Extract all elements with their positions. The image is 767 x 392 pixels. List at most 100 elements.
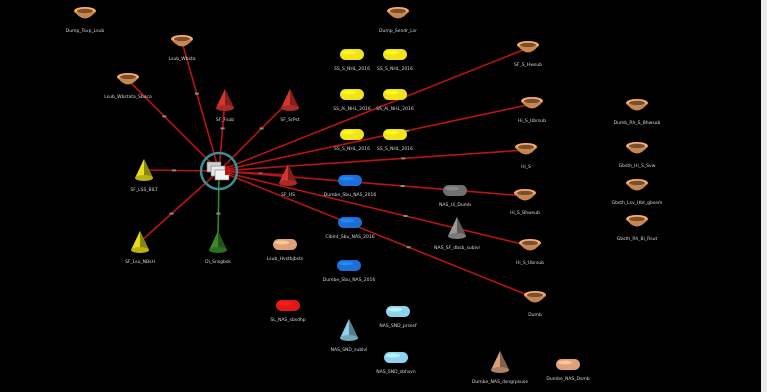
graph-node-basket[interactable]: Lsub_Wbsta [152, 34, 212, 62]
link-marker [404, 129, 409, 132]
pill-icon [337, 172, 363, 191]
pill-icon [442, 182, 468, 201]
link-marker [162, 115, 167, 118]
graph-node-basket[interactable]: Dumb [505, 290, 565, 318]
graph-node-pill[interactable]: NAS_SND_sbhsvn [366, 349, 426, 375]
link-marker [194, 92, 199, 95]
basket-icon [625, 178, 649, 199]
basket-icon [520, 96, 544, 117]
node-label: Lsub_Hvstbjbsts [266, 256, 304, 262]
node-label: NAS_SND_prsesf [379, 323, 417, 329]
graph-node-pill[interactable]: SS_Ai_NHL_2016 [365, 86, 425, 112]
cone-icon [490, 350, 510, 378]
link-line [218, 149, 527, 172]
basket-icon [518, 238, 542, 259]
graph-node-basket[interactable]: Dump_Sendr_Lsr [368, 6, 428, 34]
graph-node-pill[interactable]: Clblnt_Sbu_NAS_2016 [320, 214, 380, 240]
graph-node-pill[interactable]: SS_S_NHL_2016 [365, 46, 425, 72]
graph-node-basket[interactable]: Lsub_Wbstata_Sbaca [98, 72, 158, 100]
basket-icon [625, 98, 649, 119]
node-label: Dumb [528, 312, 542, 318]
node-label: SS_S_NHL_2016 [333, 146, 371, 152]
graph-node-basket[interactable]: Hi_S_Ubrsub [502, 96, 562, 124]
graph-node-cone[interactable]: SF_Fsub [195, 88, 255, 123]
graph-node-pill[interactable]: SL_NAS_sbsdhp [258, 297, 318, 323]
cone-icon [447, 216, 467, 244]
graph-node-basket[interactable]: Hi_S [496, 142, 556, 170]
graph-node-pill[interactable]: NAS_Ui_Dumb [425, 182, 485, 208]
graph-node-pill[interactable]: Dumbe_Sbu_NAS_2016 [320, 172, 380, 198]
node-label: SF_HS [281, 193, 295, 198]
node-label: Gbsth_Hi_S_Svw [618, 163, 656, 169]
cone-icon [215, 88, 235, 116]
graph-node-pill[interactable]: SS_S_NHL_2016 [322, 126, 382, 152]
graph-node-basket[interactable]: SF_S_Hwsub [498, 40, 558, 68]
basket-icon [170, 34, 194, 55]
node-label: Gbsth_Rh_Bi_Rsut [616, 236, 658, 242]
pill-icon [339, 126, 365, 145]
node-label: Dumbe_Sbu_NAS_2016 [322, 277, 376, 283]
node-label: Gbsth_Lsv_Hbt_gbsem [611, 200, 663, 206]
graph-node-basket[interactable]: Hi_S_Ubrsub [500, 238, 560, 266]
node-label: NAS_SND_sublvl [330, 348, 368, 353]
pill-icon [337, 214, 363, 233]
link-marker [259, 127, 264, 130]
graph-node-pill[interactable]: SS_S_NHL_2016 [365, 126, 425, 152]
graph-node-cone[interactable]: Di_Snsgbsk [188, 230, 248, 265]
graph-node-basket[interactable]: Dump_Tsvp_Lsub [55, 6, 115, 34]
graph-node-pill[interactable]: Dumbe_NAS_Dsmb [538, 356, 598, 382]
pill-icon [336, 257, 362, 276]
cone-icon [280, 88, 300, 116]
pill-icon [272, 236, 298, 255]
graph-node-pill[interactable]: SS_S_NHL_2016 [322, 46, 382, 72]
cone-icon [134, 158, 154, 186]
node-label: SS_Ai_NHL_2016 [333, 106, 371, 112]
graph-node-basket[interactable]: Gbsth_Hi_S_Svw [607, 141, 667, 169]
node-label: Lsub_Wbstata_Sbaca [104, 94, 152, 100]
link-marker [400, 185, 405, 187]
cone-icon [208, 230, 228, 258]
link-line [218, 103, 533, 172]
pill-icon [555, 356, 581, 375]
node-label: Clblnt_Sbu_NAS_2016 [325, 234, 375, 240]
node-label: SL_NAS_sbsdhp [270, 317, 306, 323]
basket-icon [386, 6, 410, 27]
link-line [218, 170, 531, 247]
graph-node-pill[interactable]: NAS_SND_prsesf [368, 303, 428, 329]
node-label: Di_Snsgbsk [205, 260, 231, 265]
graph-node-pill[interactable]: Lsub_Hvstbjbsts [255, 236, 315, 262]
pill-icon [385, 303, 411, 322]
basket-icon [625, 214, 649, 235]
link-line [127, 79, 220, 172]
cone-icon [278, 163, 298, 191]
graph-node-basket[interactable]: Gbsth_Lsv_Hbt_gbsem [607, 178, 667, 206]
pill-icon [339, 86, 365, 105]
link-marker [258, 172, 263, 175]
graph-node-cone[interactable]: SF_HS [258, 163, 318, 198]
graph-node-pill[interactable]: SS_Ai_NHL_2016 [322, 86, 382, 112]
node-label: SS_S_NHL_2016 [376, 66, 414, 72]
node-label: Lsub_Wbsta [168, 56, 196, 62]
graph-node-cone[interactable]: SF_SrPst [260, 88, 320, 123]
pill-icon [275, 297, 301, 316]
hub-node[interactable] [196, 148, 242, 194]
link-marker [172, 169, 176, 172]
graph-node-cone[interactable]: SF_Lsu_NBsH [110, 230, 170, 265]
graph-node-basket[interactable]: Gbsth_Rh_Bi_Rsut [607, 214, 667, 242]
graph-node-basket[interactable]: Dumb_Rh_S_Bhwsub [607, 98, 667, 126]
graph-node-cone[interactable]: NAS_SF_dbsb_sublvl [427, 216, 487, 251]
graph-node-cone[interactable]: Dumbe_NAS_dsngrpsuse [470, 350, 530, 385]
link-marker [406, 246, 411, 249]
graph-node-pill[interactable]: Dumbe_Sbu_NAS_2016 [319, 257, 379, 283]
pill-icon [383, 349, 409, 368]
link-line [217, 170, 220, 243]
link-line [143, 169, 220, 172]
node-label: Hi_S_Ubrsub [517, 118, 547, 124]
graph-node-basket[interactable]: Hi_S_Bhwsub [495, 188, 555, 216]
basket-icon [523, 290, 547, 311]
graph-node-cone[interactable]: NAS_SND_sublvl [319, 318, 379, 353]
database-hub-icon [199, 151, 239, 191]
graph-node-cone[interactable]: SF_LSS_BILT [114, 158, 174, 193]
